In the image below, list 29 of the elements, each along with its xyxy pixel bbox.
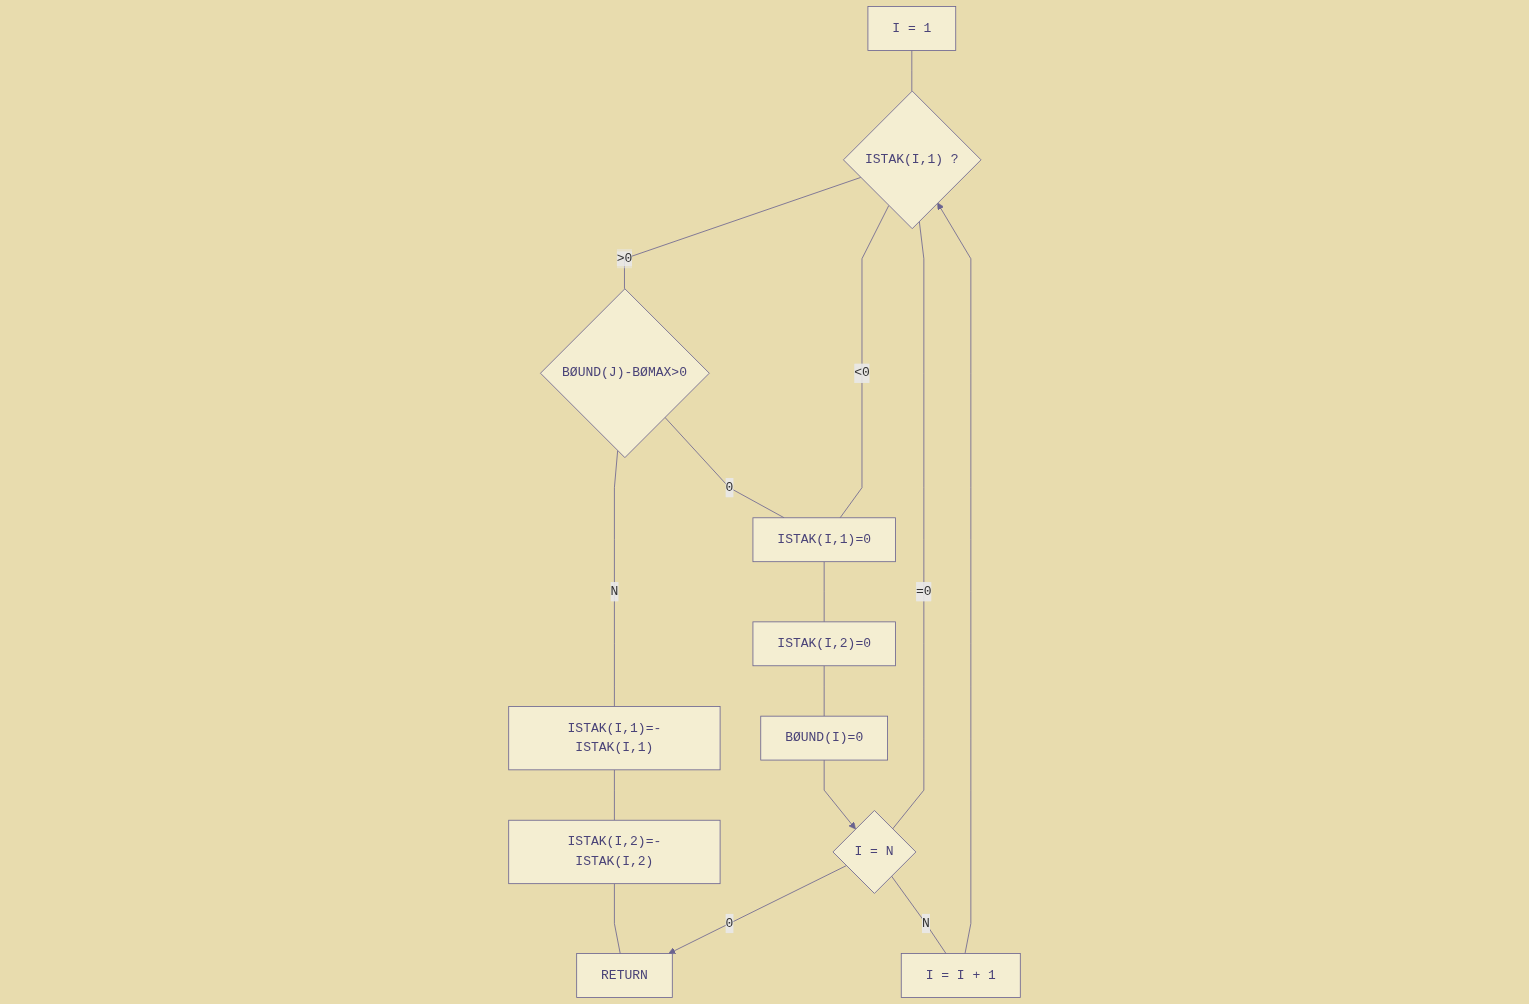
connector [614,450,619,707]
connector [614,883,621,954]
edge-label: 0 [725,480,734,496]
connector [614,769,615,821]
edge-label: =0 [916,584,932,600]
connector [823,561,825,623]
edge-label: N [610,584,619,600]
edge-label: <0 [854,365,870,381]
node-diamond: I = N [832,810,917,894]
node-box: ISTAK(I,1)=-ISTAK(I,1) [508,706,721,771]
connector [624,177,862,290]
connector [891,875,947,954]
node-box: RETURN [576,953,673,998]
connector [664,416,785,519]
connector [892,220,925,830]
edge-label: N [921,916,930,931]
node-diamond: ISTAK(I,1) ? [843,90,982,230]
node-box: ISTAK(I,1)=0 [752,517,896,563]
edge-label: 0 [725,916,734,931]
node-box: ISTAK(I,2)=-ISTAK(I,2) [508,819,721,885]
connector [823,665,825,717]
edge-label: >0 [616,251,633,267]
node-box: BØUND(I)=0 [760,715,888,761]
connector [839,205,890,519]
node-box: ISTAK(I,2)=0 [752,621,896,667]
node-diamond: BØUND(J)-BØMAX>0 [540,288,710,459]
node-box: I = 1 [867,6,957,51]
node-box: I = I + 1 [900,953,1021,998]
connector [911,50,913,92]
